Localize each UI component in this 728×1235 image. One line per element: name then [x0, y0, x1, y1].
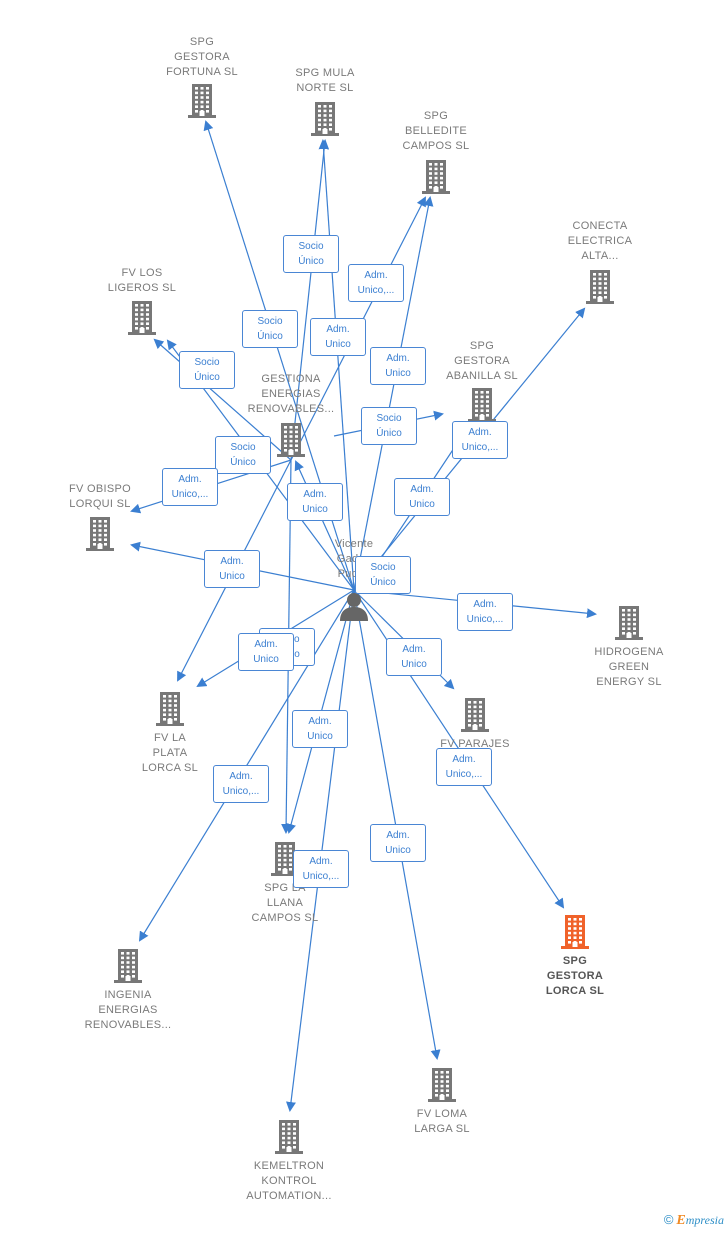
building-icon	[128, 301, 156, 335]
edge-label-18[interactable]: Adm. Unico	[292, 710, 348, 748]
empresia-watermark: © Empresia	[664, 1212, 724, 1229]
building-icon	[271, 842, 299, 876]
building-icon	[468, 388, 496, 422]
edge-0	[318, 139, 355, 591]
building-icon	[114, 949, 142, 983]
node-fv-la-plata-lorca[interactable]: FV LA PLATA LORCA SL	[105, 692, 235, 776]
person-icon	[340, 593, 368, 621]
node-spg-gestora-fortuna[interactable]: SPG GESTORA FORTUNA SL	[137, 35, 267, 118]
brand-initial: E	[676, 1213, 686, 1228]
edge-label-13[interactable]: Socio Único	[355, 556, 411, 594]
node-spg-gestora-lorca[interactable]: SPG GESTORA LORCA SL	[510, 915, 640, 999]
edge-label-2[interactable]: Adm. Unico,...	[348, 264, 404, 302]
node-hidrogena-green[interactable]: HIDROGENA GREEN ENERGY SL	[564, 606, 694, 690]
building-icon	[428, 1068, 456, 1102]
building-icon	[311, 102, 339, 136]
node-label[interactable]: SPG GESTORA FORTUNA SL	[166, 36, 238, 78]
node-kemeltron-kontrol[interactable]: KEMELTRON KONTROL AUTOMATION...	[224, 1120, 354, 1204]
node-label[interactable]: FV OBISPO LORQUI SL	[69, 483, 131, 510]
node-fv-obispo-lorqui[interactable]: FV OBISPO LORQUI SL	[35, 482, 165, 551]
building-icon	[615, 606, 643, 640]
node-label[interactable]: SPG MULA NORTE SL	[295, 67, 355, 94]
edge-label-21[interactable]: Adm. Unico	[370, 824, 426, 862]
node-label[interactable]: KEMELTRON KONTROL AUTOMATION...	[246, 1160, 332, 1202]
edge-15	[290, 139, 330, 461]
edge-label-12[interactable]: Adm. Unico	[394, 478, 450, 516]
edge-label-6[interactable]: Socio Único	[215, 436, 271, 474]
edge-label-3[interactable]: Adm. Unico	[310, 318, 366, 356]
copyright-symbol: ©	[663, 1212, 674, 1227]
edge-label-1[interactable]: Socio Único	[242, 310, 298, 348]
node-fv-los-ligeros[interactable]: FV LOS LIGEROS SL	[77, 266, 207, 335]
node-label[interactable]: FV LOMA LARGA SL	[414, 1108, 470, 1135]
edge-label-7[interactable]: Adm. Unico,...	[162, 468, 218, 506]
building-icon	[561, 915, 589, 949]
node-label[interactable]: GESTIONA ENERGIAS RENOVABLES...	[247, 373, 335, 415]
node-spg-mula-norte[interactable]: SPG MULA NORTE SL	[260, 66, 390, 136]
node-label[interactable]: SPG GESTORA LORCA SL	[545, 955, 605, 997]
building-icon	[86, 517, 114, 551]
node-conecta-electrica-alta[interactable]: CONECTA ELECTRICA ALTA...	[535, 219, 665, 304]
node-label[interactable]: FV LOS LIGEROS SL	[107, 267, 177, 294]
node-spg-gestora-abanilla[interactable]: SPG GESTORA ABANILLA SL	[417, 339, 547, 422]
node-label[interactable]: FV LA PLATA LORCA SL	[141, 732, 199, 774]
edge-label-19[interactable]: Adm. Unico,...	[213, 765, 269, 803]
node-spg-belledite-campos[interactable]: SPG BELLEDITE CAMPOS SL	[371, 109, 501, 194]
node-label[interactable]: SPG BELLEDITE CAMPOS SL	[402, 110, 470, 152]
edge-label-4[interactable]: Adm. Unico	[370, 347, 426, 385]
edge-label-16[interactable]: Adm. Unico	[238, 633, 294, 671]
node-fv-loma-larga[interactable]: FV LOMA LARGA SL	[377, 1068, 507, 1137]
edge-label-10[interactable]: Adm. Unico	[204, 550, 260, 588]
edge-label-11[interactable]: Adm. Unico,...	[452, 421, 508, 459]
node-label[interactable]: INGENIA ENERGIAS RENOVABLES...	[84, 989, 172, 1031]
building-icon	[188, 84, 216, 118]
edge-label-8[interactable]: Adm. Unico	[287, 483, 343, 521]
edge-label-0[interactable]: Socio Único	[283, 235, 339, 273]
edge-label-9[interactable]: Socio Único	[361, 407, 417, 445]
edge-label-20[interactable]: Adm. Unico,...	[436, 748, 492, 786]
node-label[interactable]: CONECTA ELECTRICA ALTA...	[567, 220, 633, 262]
node-ingenia-energias[interactable]: INGENIA ENERGIAS RENOVABLES...	[63, 949, 193, 1033]
building-icon	[156, 692, 184, 726]
brand-name: mpresia	[685, 1213, 724, 1227]
edge-label-22[interactable]: Adm. Unico,...	[293, 850, 349, 888]
node-label[interactable]: SPG GESTORA ABANILLA SL	[446, 340, 518, 382]
building-icon	[275, 1120, 303, 1154]
node-fv-parajes[interactable]: FV PARAJES DEL SL	[410, 698, 540, 782]
edge-2	[353, 196, 434, 591]
node-gestiona-energias[interactable]: GESTIONA ENERGIAS RENOVABLES...	[226, 372, 356, 457]
edge-label-5[interactable]: Socio Único	[179, 351, 235, 389]
building-icon	[461, 698, 489, 732]
building-icon	[277, 423, 305, 457]
building-icon	[586, 270, 614, 304]
edge-label-14[interactable]: Adm. Unico,...	[457, 593, 513, 631]
node-label[interactable]: HIDROGENA GREEN ENERGY SL	[594, 646, 664, 688]
edge-label-17[interactable]: Adm. Unico	[386, 638, 442, 676]
building-icon	[422, 160, 450, 194]
